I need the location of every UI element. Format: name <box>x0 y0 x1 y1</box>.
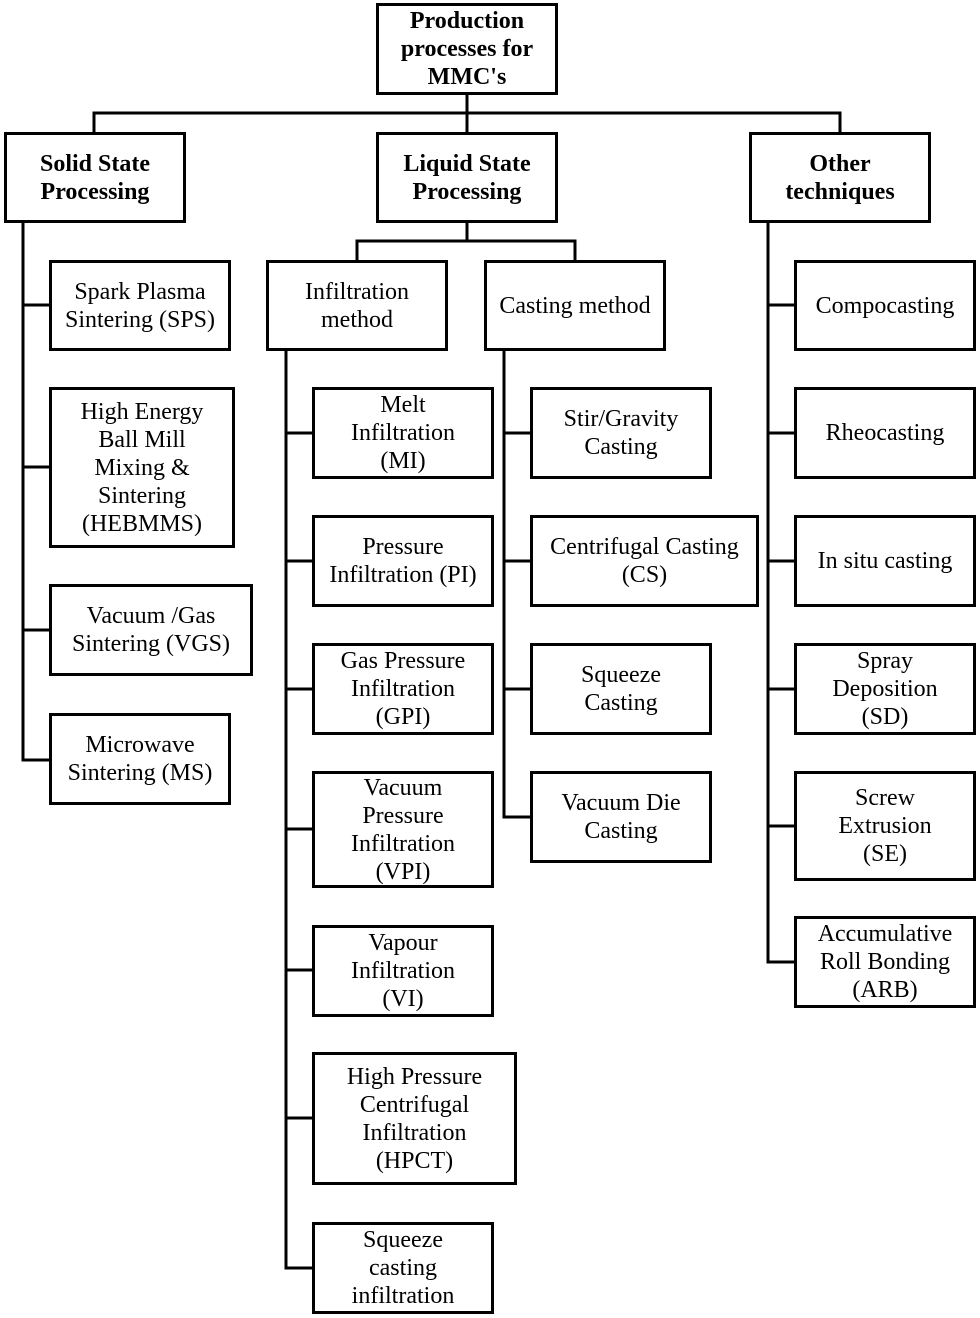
node-squeeze-casting-infiltration: Squeeze casting infiltration <box>312 1222 494 1314</box>
node-ms: Microwave Sintering (MS) <box>49 713 231 805</box>
node-hebmms: High Energy Ball Mill Mixing & Sintering… <box>49 387 235 548</box>
node-other-techniques: Other techniques <box>749 132 931 223</box>
node-gpi: Gas Pressure Infiltration (GPI) <box>312 643 494 735</box>
node-infiltration-method: Infiltration method <box>266 260 448 351</box>
node-vi: Vapour Infiltration (VI) <box>312 925 494 1017</box>
node-screw-extrusion: Screw Extrusion (SE) <box>794 771 976 881</box>
node-vpi: Vacuum Pressure Infiltration (VPI) <box>312 771 494 888</box>
node-casting-method: Casting method <box>484 260 666 351</box>
node-arb: Accumulative Roll Bonding (ARB) <box>794 916 976 1008</box>
node-compocasting: Compocasting <box>794 260 976 351</box>
node-mi: Melt Infiltration (MI) <box>312 387 494 479</box>
node-sps: Spark Plasma Sintering (SPS) <box>49 260 231 351</box>
node-liquid-state: Liquid State Processing <box>376 132 558 223</box>
node-stir-gravity-casting: Stir/Gravity Casting <box>530 387 712 479</box>
node-rheocasting: Rheocasting <box>794 387 976 479</box>
node-centrifugal-casting: Centrifugal Casting (CS) <box>530 515 759 607</box>
node-vgs: Vacuum /Gas Sintering (VGS) <box>49 584 253 676</box>
node-solid-state: Solid State Processing <box>4 132 186 223</box>
node-root: Production processes for MMC's <box>376 3 558 95</box>
node-hpct: High Pressure Centrifugal Infiltration (… <box>312 1052 517 1185</box>
node-spray-deposition: Spray Deposition (SD) <box>794 643 976 735</box>
node-pi: Pressure Infiltration (PI) <box>312 515 494 607</box>
node-vacuum-die-casting: Vacuum Die Casting <box>530 771 712 863</box>
node-in-situ-casting: In situ casting <box>794 515 976 607</box>
node-squeeze-casting: Squeeze Casting <box>530 643 712 735</box>
